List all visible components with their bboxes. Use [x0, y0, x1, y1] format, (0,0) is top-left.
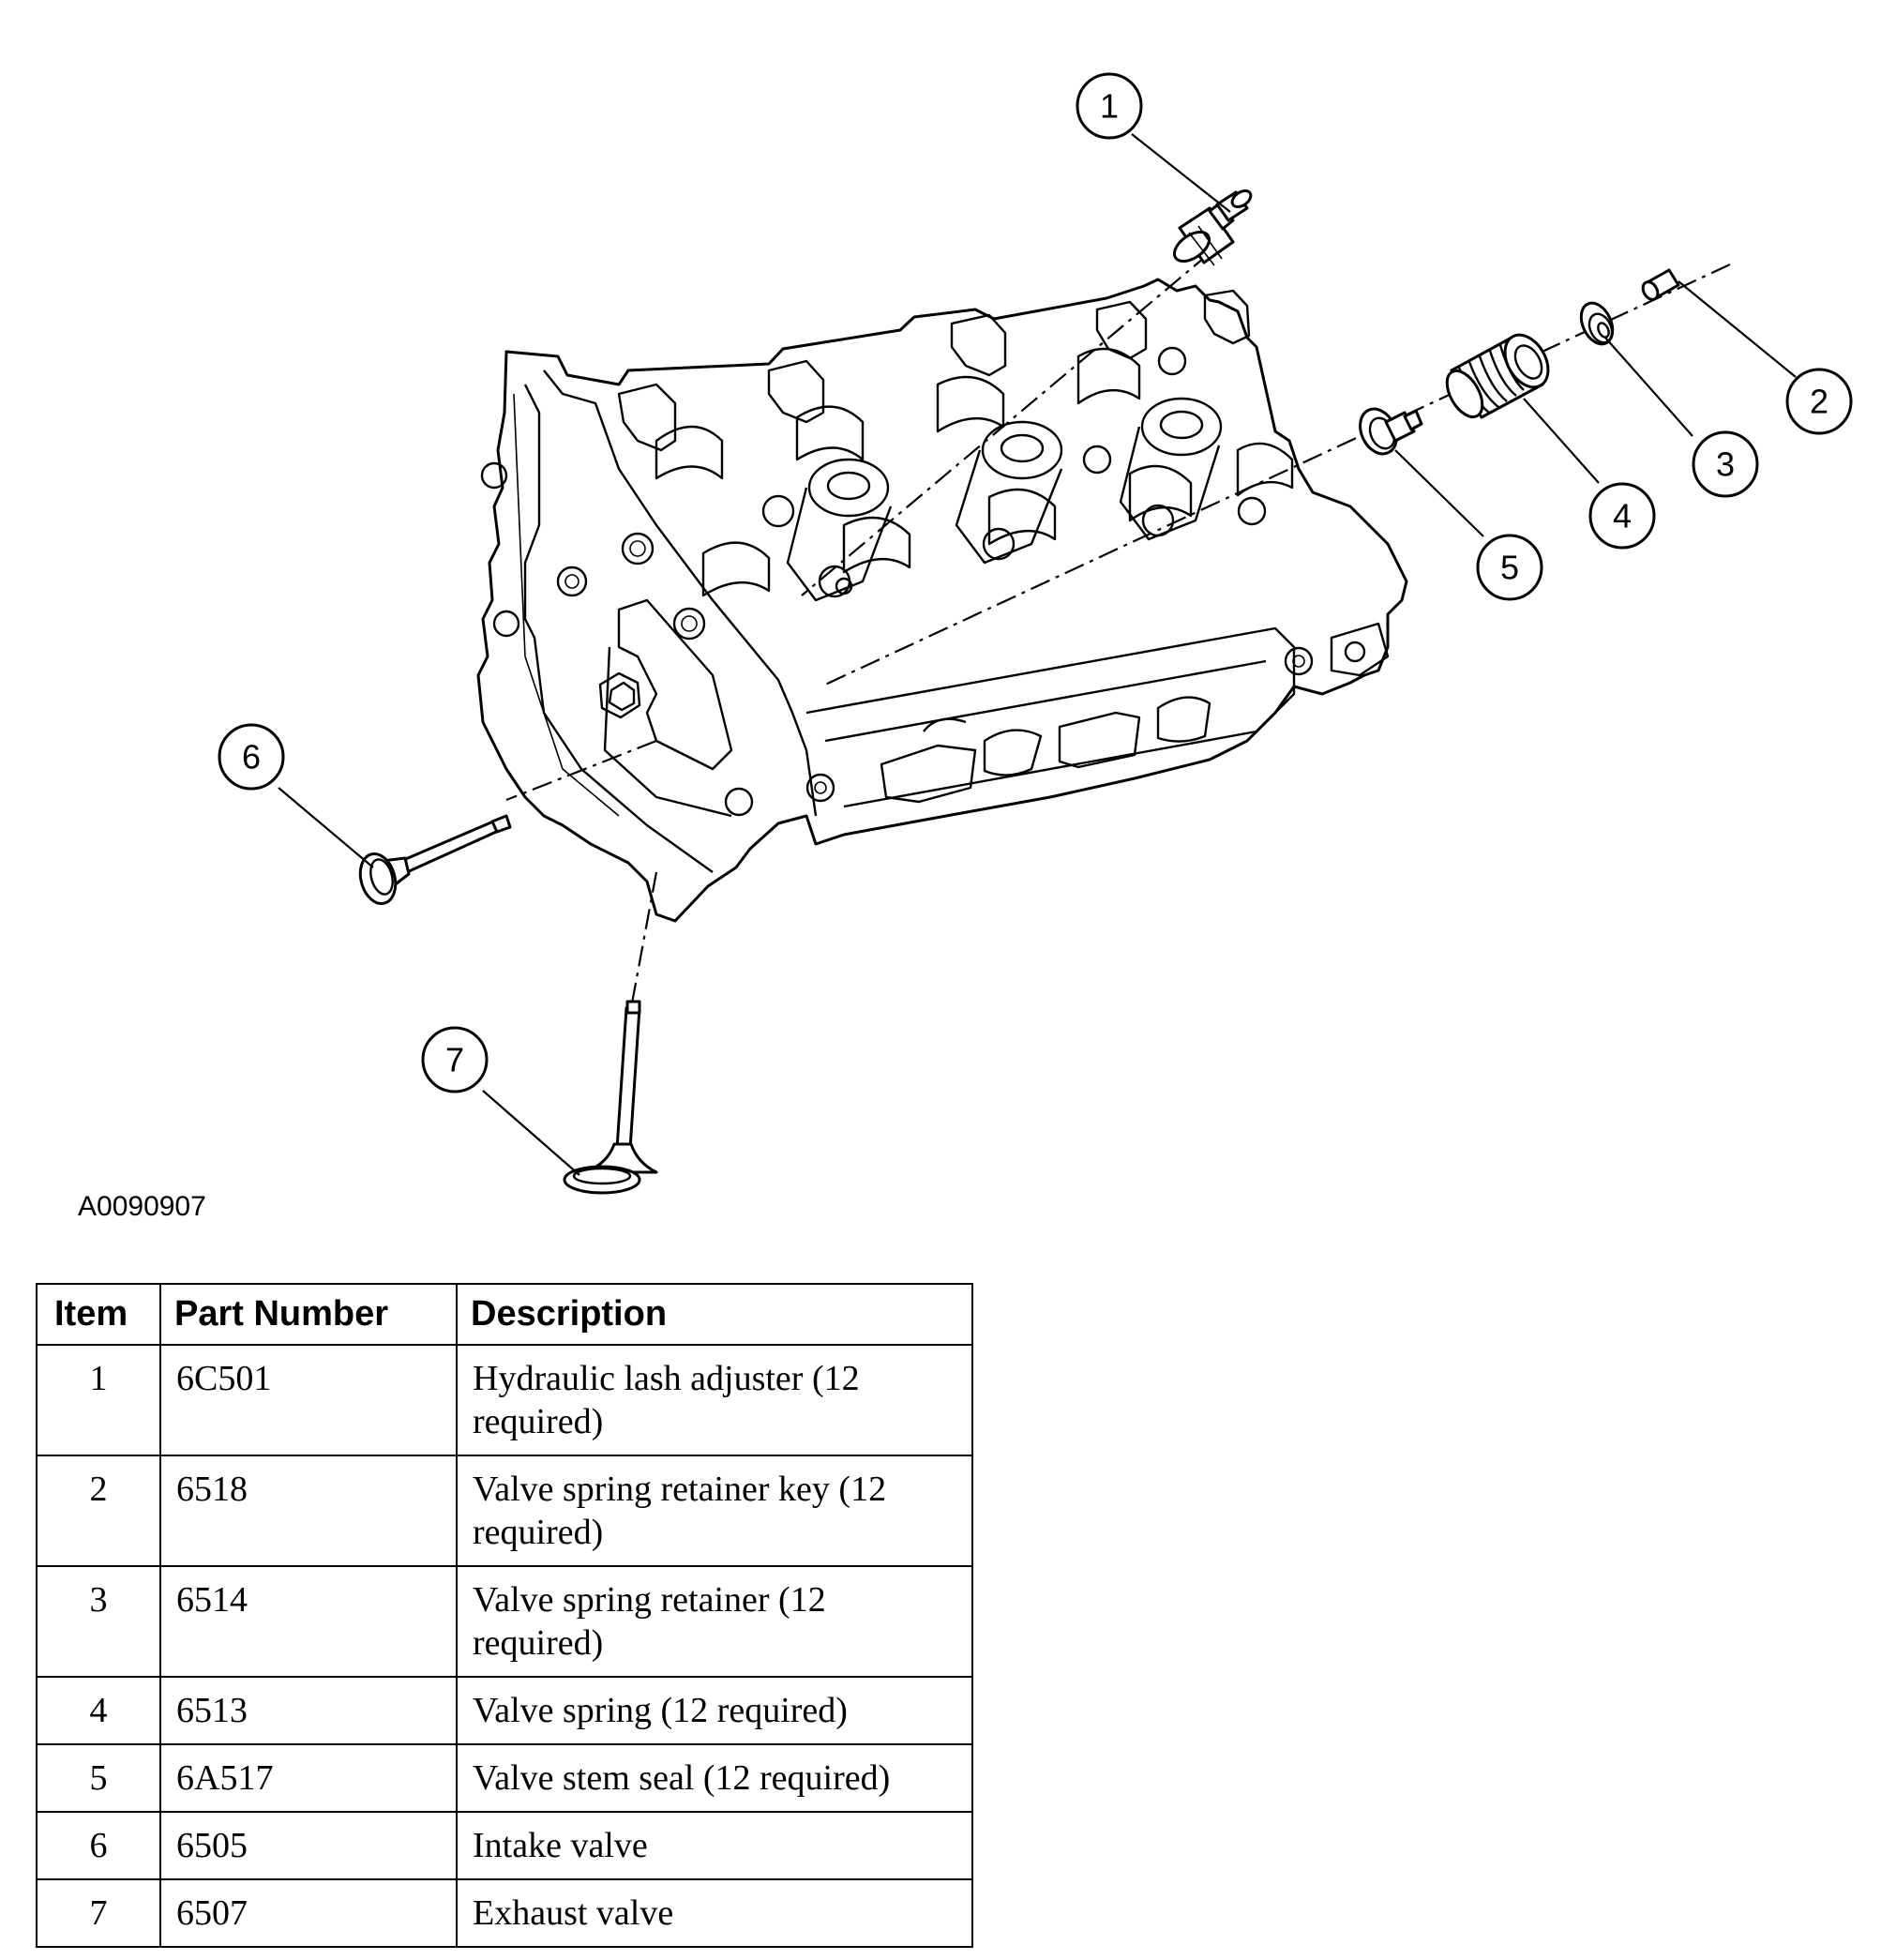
callout-3: 3 — [1692, 430, 1759, 498]
spark-plug-bosses — [761, 346, 1267, 602]
cylinder-head-exploded-view: 1 2 3 4 5 6 7 — [218, 72, 1853, 1195]
leader-lines — [278, 133, 1797, 1176]
callout-7: 7 — [421, 1026, 489, 1093]
callout-5-label: 5 — [1500, 549, 1519, 587]
cell-description: Exhaust valve — [456, 1878, 973, 1948]
assembly-centerlines — [505, 252, 1731, 1009]
valve-stem-seal — [1359, 407, 1423, 456]
cell-description: Valve spring retainer key (12 required) — [456, 1455, 973, 1567]
valve-spring — [1445, 333, 1550, 419]
cell-part-number: 6513 — [159, 1676, 458, 1745]
table-row: 3 6514 Valve spring retainer (12 require… — [36, 1565, 973, 1678]
cell-item: 5 — [36, 1743, 161, 1813]
callout-6: 6 — [218, 723, 285, 791]
cam-towers — [617, 289, 1294, 597]
table-header-row: Item Part Number Description — [36, 1283, 973, 1346]
callout-1: 1 — [1076, 72, 1143, 140]
header-part-number: Part Number — [159, 1283, 458, 1346]
parts-table: Item Part Number Description 1 6C501 Hyd… — [36, 1283, 973, 1948]
table-row: 4 6513 Valve spring (12 required) — [36, 1676, 973, 1745]
callout-4-label: 4 — [1613, 497, 1632, 535]
cell-part-number: 6514 — [159, 1565, 458, 1678]
cell-part-number: 6A517 — [159, 1743, 458, 1813]
cell-description: Valve stem seal (12 required) — [456, 1743, 973, 1813]
cell-part-number: 6518 — [159, 1455, 458, 1567]
valve-spring-retainer — [1579, 301, 1615, 346]
figure-id: A0090907 — [78, 1191, 206, 1222]
cell-item: 4 — [36, 1676, 161, 1745]
valve-spring-retainer-key — [1641, 268, 1680, 301]
callout-3-label: 3 — [1716, 445, 1735, 484]
table-row: 6 6505 Intake valve — [36, 1811, 973, 1880]
header-description: Description — [456, 1283, 973, 1346]
intake-valve — [358, 814, 512, 905]
table-row: 5 6A517 Valve stem seal (12 required) — [36, 1743, 973, 1813]
exhaust-valve — [563, 1000, 658, 1195]
port-face — [805, 622, 1390, 808]
cell-description: Valve spring retainer (12 required) — [456, 1565, 973, 1678]
table-row: 2 6518 Valve spring retainer key (12 req… — [36, 1455, 973, 1567]
cell-item: 1 — [36, 1344, 161, 1456]
cell-item: 3 — [36, 1565, 161, 1678]
table-row: 1 6C501 Hydraulic lash adjuster (12 requ… — [36, 1344, 973, 1456]
cell-item: 6 — [36, 1811, 161, 1880]
cylinder-head — [476, 278, 1408, 923]
callout-1-label: 1 — [1100, 87, 1119, 126]
callout-7-label: 7 — [445, 1041, 464, 1079]
callout-6-label: 6 — [242, 738, 261, 776]
cell-description: Hydraulic lash adjuster (12 required) — [456, 1344, 973, 1456]
callout-5: 5 — [1476, 534, 1543, 601]
callout-2: 2 — [1785, 368, 1853, 435]
hydraulic-lash-adjuster — [1172, 188, 1253, 266]
header-item: Item — [36, 1283, 161, 1346]
cell-description: Intake valve — [456, 1811, 973, 1880]
callout-2-label: 2 — [1810, 383, 1828, 421]
table-row: 7 6507 Exhaust valve — [36, 1878, 973, 1948]
cell-part-number: 6505 — [159, 1811, 458, 1880]
cell-item: 7 — [36, 1878, 161, 1948]
callout-4: 4 — [1588, 482, 1656, 550]
cell-description: Valve spring (12 required) — [456, 1676, 973, 1745]
cell-part-number: 6507 — [159, 1878, 458, 1948]
cell-part-number: 6C501 — [159, 1344, 458, 1456]
cell-item: 2 — [36, 1455, 161, 1567]
